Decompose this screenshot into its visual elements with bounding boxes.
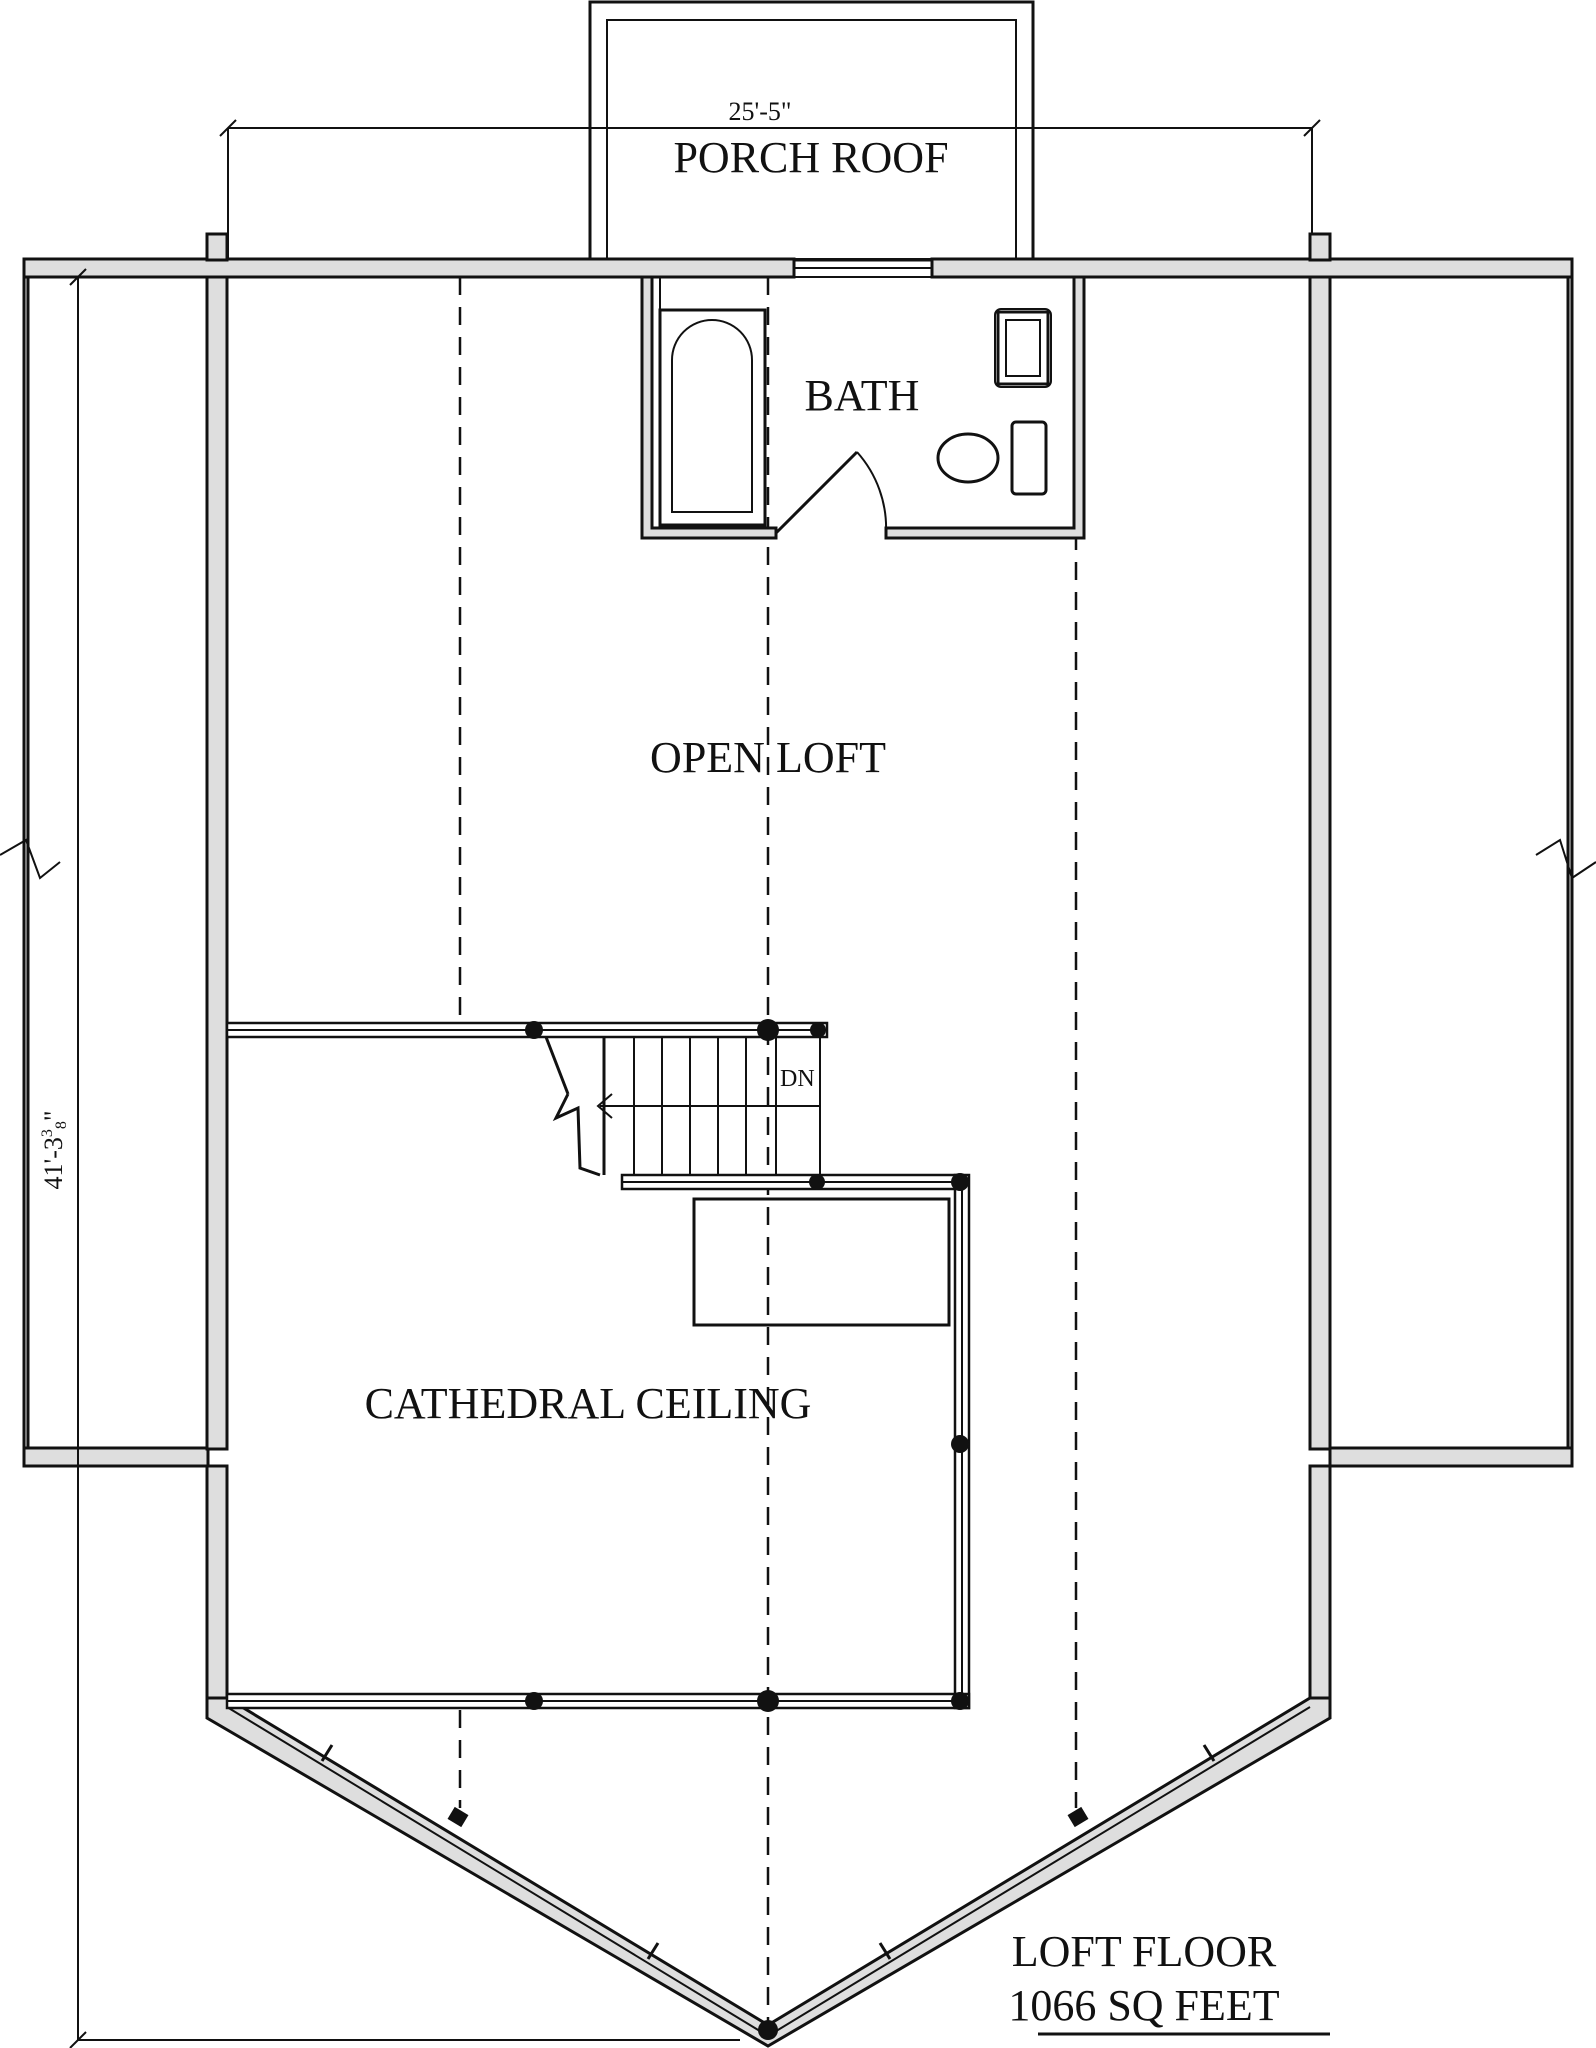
roof-edges	[0, 275, 1596, 1468]
sink	[994, 308, 1052, 388]
porch-roof-label: PORCH ROOF	[673, 133, 948, 182]
title-line-1: LOFT FLOOR	[1012, 1927, 1277, 1976]
beam-lines	[458, 277, 1078, 2040]
title-line-2: 1066 SQ FEET	[1008, 1981, 1279, 2030]
depth-dimension-label: 41'-3	[39, 1137, 68, 1189]
depth-dimension-fraction-den: 8	[53, 1121, 70, 1129]
toilet	[936, 420, 1048, 496]
top-wall	[22, 232, 1574, 279]
chimney-box	[692, 1197, 951, 1327]
porch-roof: PORCH ROOF	[588, 0, 1035, 262]
front-window-wall	[205, 1696, 1332, 2048]
bath-label: BATH	[805, 371, 920, 420]
depth-dimension-fraction-num: 3	[39, 1129, 56, 1137]
svg-text:41'-338": 41'-338"	[39, 1111, 70, 1190]
bathtub	[658, 308, 767, 527]
depth-dimension: 41'-338"	[39, 268, 740, 2048]
depth-dimension-inch: "	[39, 1111, 68, 1122]
title-block: LOFT FLOOR 1066 SQ FEET	[1008, 1927, 1330, 2036]
width-dimension-label: 25'-5"	[729, 97, 792, 126]
stair: DN	[544, 1036, 821, 1177]
railings	[225, 1019, 971, 1712]
stair-down-label: DN	[780, 1066, 815, 1092]
cathedral-ceiling-label: CATHEDRAL CEILING	[365, 1379, 812, 1428]
bath-room: BATH	[640, 275, 1086, 540]
open-loft-label: OPEN LOFT	[650, 733, 886, 782]
side-walls	[205, 275, 1332, 1700]
